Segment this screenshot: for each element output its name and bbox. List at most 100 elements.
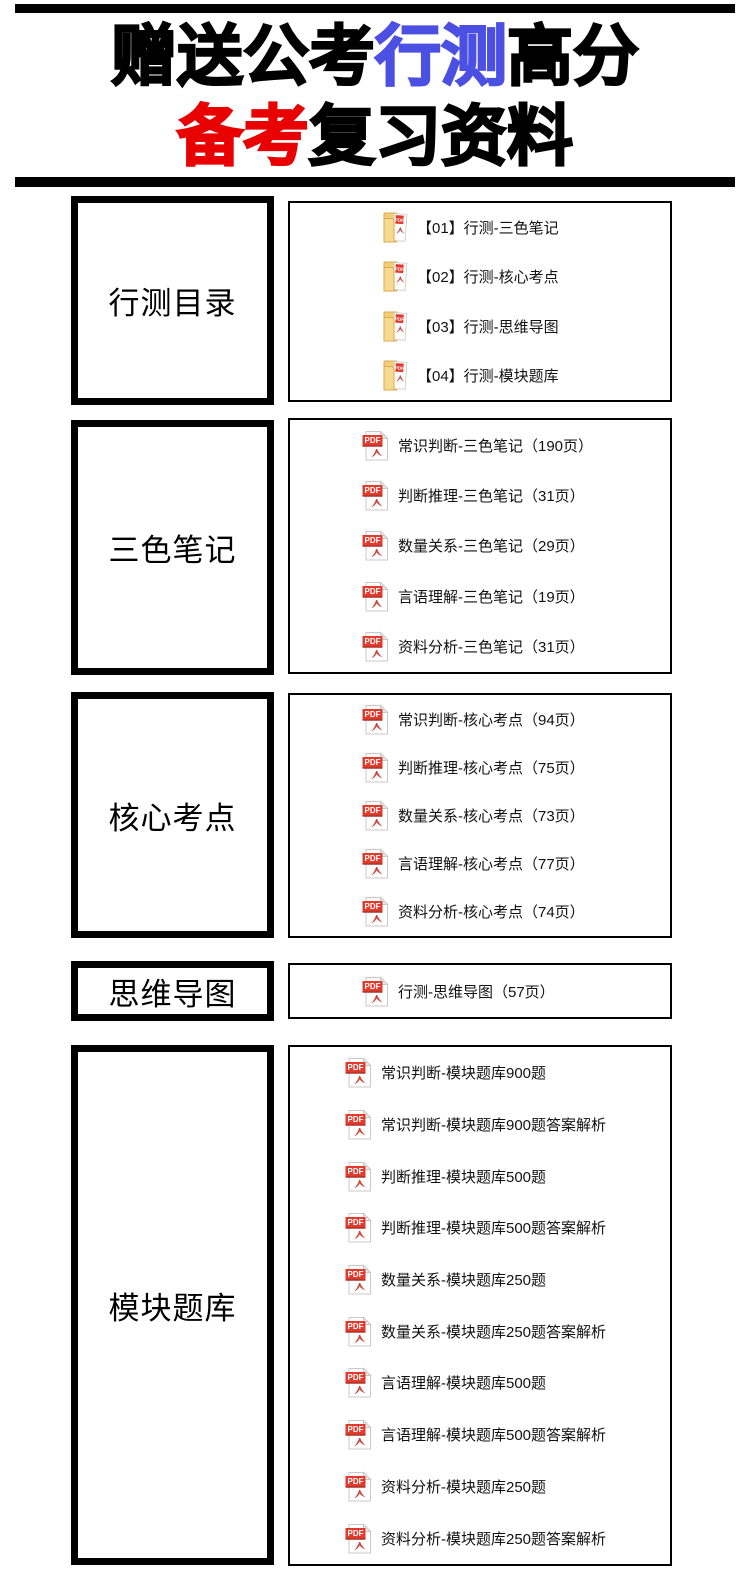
title-line2: 备考复习资料	[0, 96, 750, 176]
pdf-icon: PDF	[362, 896, 389, 927]
list-item[interactable]: PDF 资料分析-核心考点（74页）	[362, 896, 670, 927]
svg-text:PDF: PDF	[365, 436, 381, 445]
item-label: 资料分析-三色笔记（31页）	[398, 639, 585, 657]
pdf-icon: PDF	[345, 1367, 372, 1398]
list-item[interactable]: PDF 常识判断-模块题库900题答案解析	[345, 1109, 670, 1140]
list-item[interactable]: PDF 【03】行测-思维导图	[383, 310, 670, 343]
pdf-icon: PDF	[345, 1316, 372, 1347]
svg-text:PDF: PDF	[348, 1167, 364, 1176]
list-item[interactable]: PDF 言语理解-三色笔记（19页）	[362, 581, 670, 612]
list-item[interactable]: PDF 言语理解-模块题库500题	[345, 1367, 670, 1398]
svg-text:PDF: PDF	[365, 710, 381, 719]
svg-text:PDF: PDF	[348, 1270, 364, 1279]
list-item[interactable]: PDF 判断推理-三色笔记（31页）	[362, 480, 670, 511]
list-item[interactable]: PDF 数量关系-模块题库250题答案解析	[345, 1316, 670, 1347]
header-top-rule	[15, 4, 735, 13]
pdf-icon: PDF	[362, 703, 389, 735]
item-label: 常识判断-三色笔记（190页）	[398, 437, 594, 455]
list-item[interactable]: PDF 资料分析-模块题库250题	[345, 1471, 670, 1502]
pdf-icon: PDF	[345, 1161, 372, 1192]
section-items-box: PDF 常识判断-核心考点（94页） PDF 判断推理-核心考点（75页） PD…	[288, 693, 672, 938]
svg-text:PDF: PDF	[348, 1374, 364, 1383]
item-label: 数量关系-核心考点（73页）	[398, 807, 585, 825]
svg-text:PDF: PDF	[395, 217, 405, 223]
list-item[interactable]: PDF 【01】行测-三色笔记	[383, 211, 670, 244]
header-bottom-rule	[15, 177, 735, 187]
svg-text:PDF: PDF	[348, 1425, 364, 1434]
list-item[interactable]: PDF 资料分析-三色笔记（31页）	[362, 631, 670, 662]
item-label: 【02】行测-核心考点	[417, 269, 559, 287]
item-label: 言语理解-模块题库500题	[381, 1375, 547, 1393]
svg-text:PDF: PDF	[348, 1064, 364, 1073]
list-item[interactable]: PDF 判断推理-核心考点（75页）	[362, 752, 670, 783]
svg-text:PDF: PDF	[365, 806, 381, 815]
list-item[interactable]: PDF 行测-思维导图（57页）	[362, 975, 670, 1007]
svg-text:PDF: PDF	[348, 1322, 364, 1331]
svg-text:PDF: PDF	[365, 486, 381, 495]
pdf-icon: PDF	[345, 1419, 372, 1450]
section-label: 核心考点	[108, 800, 237, 836]
pdf-icon: PDF	[362, 752, 389, 783]
pdf-icon: PDF	[345, 1212, 372, 1243]
section-label: 思维导图	[108, 976, 237, 1012]
item-label: 数量关系-模块题库250题答案解析	[381, 1323, 607, 1341]
item-label: 行测-思维导图（57页）	[398, 983, 555, 1001]
svg-text:PDF: PDF	[365, 982, 381, 991]
list-item[interactable]: PDF 判断推理-模块题库500题答案解析	[345, 1212, 670, 1243]
section-label-box: 三色笔记	[71, 420, 274, 675]
item-label: 常识判断-核心考点（94页）	[398, 711, 585, 729]
title-line1: 赠送公考行测高分	[0, 16, 750, 96]
item-label: 判断推理-模块题库500题	[381, 1168, 547, 1186]
pdf-icon: PDF	[362, 975, 389, 1007]
list-item[interactable]: PDF 常识判断-模块题库900题	[345, 1057, 670, 1088]
svg-text:PDF: PDF	[348, 1115, 364, 1124]
svg-text:PDF: PDF	[395, 267, 405, 273]
item-label: 判断推理-三色笔记（31页）	[398, 488, 585, 506]
svg-text:PDF: PDF	[365, 758, 381, 767]
svg-text:PDF: PDF	[365, 854, 381, 863]
folder-icon: PDF	[383, 310, 408, 343]
section-label-box: 行测目录	[71, 196, 274, 405]
svg-text:PDF: PDF	[365, 637, 381, 646]
list-item[interactable]: PDF 资料分析-模块题库250题答案解析	[345, 1522, 670, 1554]
title-part: 赠送公考	[110, 18, 376, 94]
svg-text:PDF: PDF	[365, 587, 381, 596]
list-item[interactable]: PDF 言语理解-模块题库500题答案解析	[345, 1419, 670, 1450]
list-item[interactable]: PDF 【04】行测-模块题库	[383, 359, 670, 392]
section-label-box: 核心考点	[71, 692, 274, 938]
list-item[interactable]: PDF 言语理解-核心考点（77页）	[362, 848, 670, 879]
section-items-box: PDF 【01】行测-三色笔记 PDF 【02】行测-核心考点 PDF 【03】…	[288, 201, 672, 402]
section-label: 三色笔记	[108, 533, 237, 568]
list-item[interactable]: PDF 数量关系-模块题库250题	[345, 1264, 670, 1295]
item-label: 【03】行测-思维导图	[417, 318, 559, 336]
title-part-highlight-blue: 行测	[374, 18, 508, 94]
list-item[interactable]: PDF 常识判断-核心考点（94页）	[362, 703, 670, 735]
section-label: 行测目录	[108, 286, 237, 321]
svg-text:PDF: PDF	[395, 316, 405, 322]
pdf-icon: PDF	[362, 530, 389, 561]
item-label: 常识判断-模块题库900题	[381, 1065, 547, 1083]
pdf-icon: PDF	[362, 848, 389, 879]
pdf-icon: PDF	[345, 1264, 372, 1295]
pdf-icon: PDF	[362, 581, 389, 612]
item-label: 言语理解-核心考点（77页）	[398, 856, 585, 874]
pdf-icon: PDF	[345, 1109, 372, 1140]
title-part: 高分	[506, 18, 640, 94]
list-item[interactable]: PDF 判断推理-模块题库500题	[345, 1161, 670, 1192]
pdf-icon: PDF	[362, 800, 389, 831]
folder-icon: PDF	[383, 260, 408, 293]
pdf-icon: PDF	[345, 1471, 372, 1502]
item-label: 言语理解-模块题库500题答案解析	[381, 1427, 607, 1445]
item-label: 言语理解-三色笔记（19页）	[398, 588, 585, 606]
list-item[interactable]: PDF 【02】行测-核心考点	[383, 260, 670, 293]
section-items-box: PDF 常识判断-三色笔记（190页） PDF 判断推理-三色笔记（31页） P…	[288, 418, 672, 674]
section-items-box: PDF 行测-思维导图（57页）	[288, 963, 672, 1019]
svg-text:PDF: PDF	[348, 1529, 364, 1538]
list-item[interactable]: PDF 常识判断-三色笔记（190页）	[362, 429, 670, 461]
item-label: 资料分析-模块题库250题	[381, 1478, 547, 1496]
list-item[interactable]: PDF 数量关系-核心考点（73页）	[362, 800, 670, 831]
pdf-icon: PDF	[362, 429, 389, 461]
list-item[interactable]: PDF 数量关系-三色笔记（29页）	[362, 530, 670, 561]
section-label-box: 模块题库	[71, 1045, 274, 1565]
